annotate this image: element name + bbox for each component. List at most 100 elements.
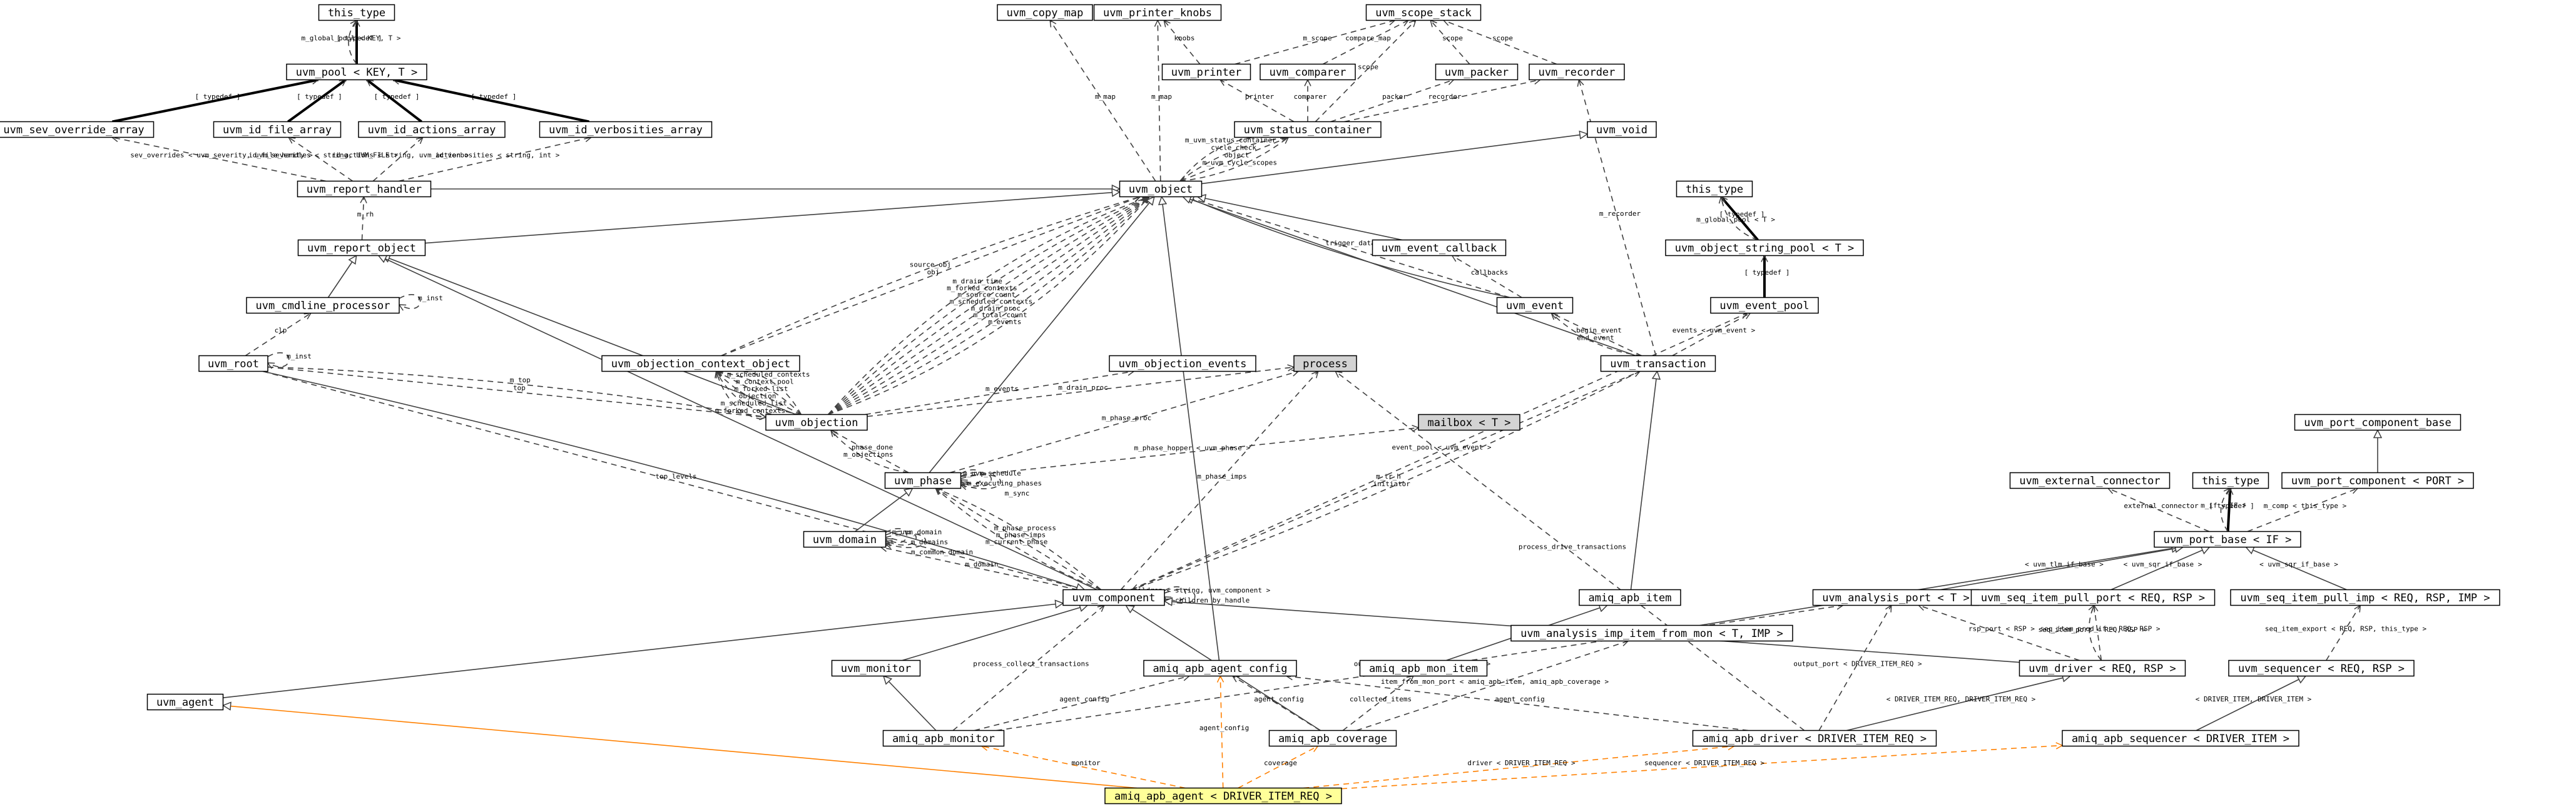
- class-node-uvm-objection[interactable]: uvm_objection: [765, 414, 868, 431]
- edge-line: [2228, 489, 2231, 532]
- class-node-amiq-apb-coverage[interactable]: amiq_apb_coverage: [1268, 730, 1397, 747]
- class-node-uvm-phase[interactable]: uvm_phase: [884, 472, 962, 489]
- class-node-uvm-id-file-array[interactable]: uvm_id_file_array: [213, 121, 342, 138]
- class-node-uvm-seq-item-pull-imp[interactable]: uvm_seq_item_pull_imp < REQ, RSP, IMP >: [2230, 589, 2500, 606]
- class-node-uvm-analysis-port[interactable]: uvm_analysis_port < T >: [1812, 589, 1980, 606]
- edge-uvm-root-to-uvm-root: m_inst: [268, 352, 312, 367]
- class-node-uvm-printer-knobs[interactable]: uvm_printer_knobs: [1093, 4, 1222, 21]
- class-node-amiq-apb-agent[interactable]: amiq_apb_agent < DRIVER_ITEM_REQ >: [1104, 787, 1342, 805]
- class-node-this-type-2[interactable]: this_type: [1676, 180, 1753, 198]
- class-node-uvm-object-string-pool[interactable]: uvm_object_string_pool < T >: [1665, 239, 1864, 257]
- class-node-process[interactable]: process: [1293, 355, 1357, 372]
- class-node-uvm-report-handler[interactable]: uvm_report_handler: [297, 180, 432, 198]
- edge-uvm-object-to-uvm-printer-knobs: m_map: [1151, 21, 1172, 181]
- edge-label: < uvm_tlm_if_base >: [2025, 561, 2104, 569]
- class-node-uvm-sequencer[interactable]: uvm_sequencer < REQ, RSP >: [2228, 659, 2415, 677]
- edge-line: [112, 138, 327, 182]
- edge-label: m_global_pool < T >: [1696, 215, 1775, 223]
- edge-line: [1179, 138, 1288, 182]
- class-node-uvm-event-callback[interactable]: uvm_event_callback: [1372, 239, 1507, 257]
- class-node-amiq-apb-driver[interactable]: amiq_apb_driver < DRIVER_ITEM_REQ >: [1692, 730, 1937, 747]
- class-node-uvm-objection-context-object[interactable]: uvm_objection_context_object: [601, 355, 800, 372]
- class-node-this-type-1[interactable]: this_type: [318, 4, 395, 21]
- class-node-uvm-port-base[interactable]: uvm_port_base < IF >: [2154, 531, 2301, 548]
- edge-uvm-report-object-to-uvm-report-handler: m_rh: [357, 197, 374, 240]
- class-name: this_type: [2202, 475, 2259, 487]
- class-node-amiq-apb-item[interactable]: amiq_apb_item: [1579, 589, 1681, 606]
- edge-uvm-objection-context-object-to-uvm-object: obj: [721, 197, 1140, 357]
- edge-uvm-component-to-uvm-transaction: m_tr_h: [1131, 372, 1640, 591]
- edge-line: [425, 192, 1120, 244]
- edge-uvm-report-handler-to-uvm-id-actions-array: id_actions < string, uvm_action >: [332, 138, 469, 182]
- edge-line: [1238, 746, 1318, 789]
- class-node-uvm-packer[interactable]: uvm_packer: [1435, 63, 1519, 81]
- edge-line: [2247, 489, 2358, 532]
- class-node-uvm-scope-stack[interactable]: uvm_scope_stack: [1365, 4, 1482, 21]
- class-node-uvm-id-actions-array[interactable]: uvm_id_actions_array: [358, 121, 506, 138]
- class-node-uvm-port-component[interactable]: uvm_port_component < PORT >: [2281, 472, 2474, 489]
- edge-label: m_inst: [287, 352, 312, 360]
- class-node-uvm-driver[interactable]: uvm_driver < REQ, RSP >: [2019, 659, 2186, 677]
- edge-amiq-apb-coverage-to-uvm-analysis-imp-item-from-mon: item_from_mon_port < amiq_apb_item, amiq…: [1356, 641, 1628, 731]
- class-node-uvm-sev-override-array[interactable]: uvm_sev_override_array: [0, 121, 155, 138]
- class-node-amiq-apb-agent-config[interactable]: amiq_apb_agent_config: [1143, 659, 1297, 677]
- class-node-uvm-cmdline-processor[interactable]: uvm_cmdline_processor: [246, 297, 400, 314]
- class-node-uvm-report-object[interactable]: uvm_report_object: [297, 239, 426, 257]
- class-node-uvm-component[interactable]: uvm_component: [1062, 589, 1165, 606]
- edge-uvm-analysis-port-to-uvm-port-base: < uvm_tlm_if_base >: [1940, 547, 2183, 591]
- class-node-mailbox[interactable]: mailbox < T >: [1418, 414, 1520, 431]
- edge-line: [1179, 138, 1288, 182]
- class-box: [997, 4, 1093, 21]
- edge-label: m_forked_contexts: [715, 407, 786, 415]
- class-node-uvm-agent[interactable]: uvm_agent: [146, 693, 224, 711]
- class-node-uvm-seq-item-pull-port[interactable]: uvm_seq_item_pull_port < REQ, RSP >: [1970, 589, 2216, 606]
- edge-label: m_domain: [965, 561, 999, 569]
- edge-label: < uvm_sqr_if_base >: [2259, 561, 2338, 569]
- edge-line: [974, 676, 1189, 731]
- edge-line: [2089, 606, 2102, 661]
- edge-line: [952, 606, 1104, 731]
- class-box: [1365, 4, 1482, 21]
- class-box: [1970, 589, 2216, 606]
- edge-label: m_phase_imps: [1197, 472, 1246, 481]
- edge-label: events < uvm_event >: [1672, 327, 1756, 335]
- class-node-uvm-object[interactable]: uvm_object: [1119, 180, 1203, 198]
- edge-uvm-phase-to-uvm-phase: m_executing_phases: [961, 472, 1042, 487]
- class-node-uvm-printer[interactable]: uvm_printer: [1161, 63, 1251, 81]
- edge-uvm-component-to-uvm-event-pool: event_pool < uvm_event >: [1131, 313, 1747, 591]
- class-node-uvm-id-verbosities-array[interactable]: uvm_id_verbosities_array: [539, 121, 713, 138]
- class-node-uvm-transaction[interactable]: uvm_transaction: [1600, 355, 1716, 372]
- class-node-uvm-copy-map[interactable]: uvm_copy_map: [997, 4, 1093, 21]
- class-node-uvm-port-component-base[interactable]: uvm_port_component_base: [2294, 414, 2461, 431]
- class-node-uvm-void[interactable]: uvm_void: [1587, 121, 1657, 138]
- edge-amiq-apb-coverage-to-amiq-apb-mon-item: collected_items: [1342, 676, 1413, 731]
- edge-amiq-apb-coverage-to-amiq-apb-agent-config: agent_config: [1233, 676, 1321, 731]
- class-node-uvm-event-pool[interactable]: uvm_event_pool: [1710, 297, 1819, 314]
- edge-label: agent_config: [1059, 695, 1109, 703]
- class-node-uvm-analysis-imp-item-from-mon[interactable]: uvm_analysis_imp_item_from_mon < T, IMP …: [1510, 624, 1793, 642]
- class-box: [2009, 472, 2171, 489]
- class-node-uvm-root[interactable]: uvm_root: [198, 355, 268, 372]
- class-node-uvm-external-connector[interactable]: uvm_external_connector: [2009, 472, 2171, 489]
- class-node-amiq-apb-sequencer[interactable]: amiq_apb_sequencer < DRIVER_ITEM >: [2062, 730, 2299, 747]
- edge-label: knobs: [1174, 34, 1194, 43]
- class-node-uvm-domain[interactable]: uvm_domain: [803, 531, 887, 548]
- class-node-uvm-monitor[interactable]: uvm_monitor: [831, 659, 921, 677]
- edge-label: recorder: [1428, 93, 1462, 101]
- class-node-uvm-objection-events[interactable]: uvm_objection_events: [1109, 355, 1256, 372]
- class-node-amiq-apb-mon-item[interactable]: amiq_apb_mon_item: [1359, 659, 1488, 677]
- class-node-uvm-pool[interactable]: uvm_pool < KEY, T >: [286, 63, 427, 81]
- class-node-uvm-recorder[interactable]: uvm_recorder: [1529, 63, 1625, 81]
- class-node-amiq-apb-monitor[interactable]: amiq_apb_monitor: [882, 730, 1005, 747]
- edge-line: [2110, 547, 2209, 591]
- edge-label: [ typedef ]: [374, 93, 420, 101]
- edge-line: [1430, 21, 1470, 65]
- class-box: [1587, 121, 1657, 138]
- class-box: [1062, 589, 1165, 606]
- class-node-uvm-comparer[interactable]: uvm_comparer: [1260, 63, 1356, 81]
- class-node-this-type-3[interactable]: this_type: [2192, 472, 2269, 489]
- class-node-uvm-status-container[interactable]: uvm_status_container: [1234, 121, 1382, 138]
- class-node-uvm-event[interactable]: uvm_event: [1496, 297, 1574, 314]
- class-name: uvm_pool < KEY, T >: [296, 66, 417, 79]
- edge-uvm-event-to-uvm-event-callback: callbacks: [1452, 256, 1522, 298]
